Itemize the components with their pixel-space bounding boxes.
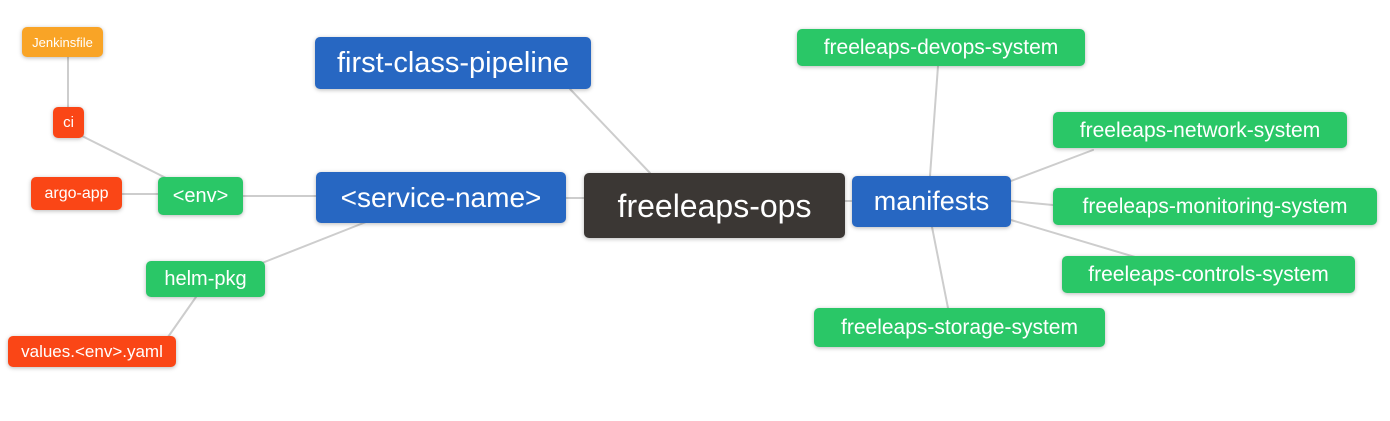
node-freeleaps-monitoring-system[interactable]: freeleaps-monitoring-system: [1053, 188, 1377, 225]
edge-first-class-pipeline-to-freeleaps-ops: [569, 88, 651, 174]
node-env[interactable]: <env>: [158, 177, 243, 215]
node-ci[interactable]: ci: [53, 107, 84, 138]
node-freeleaps-network-system[interactable]: freeleaps-network-system: [1053, 112, 1347, 148]
node-freeleaps-ops[interactable]: freeleaps-ops: [584, 173, 845, 238]
node-freeleaps-storage-system[interactable]: freeleaps-storage-system: [814, 308, 1105, 347]
node-helm-pkg[interactable]: helm-pkg: [146, 261, 265, 297]
node-first-class-pipeline[interactable]: first-class-pipeline: [315, 37, 591, 89]
node-jenkinsfile[interactable]: Jenkinsfile: [22, 27, 103, 57]
node-values-env-yaml[interactable]: values.<env>.yaml: [8, 336, 176, 367]
edge-helm-pkg-to-service-name: [261, 221, 367, 264]
node-argo-app[interactable]: argo-app: [31, 177, 122, 210]
edge-manifests-to-freeleaps-monitoring-system: [1010, 200, 1054, 206]
edge-manifests-to-freeleaps-network-system: [1010, 149, 1094, 182]
node-service-name[interactable]: <service-name>: [316, 172, 566, 223]
edge-manifests-to-freeleaps-storage-system: [931, 226, 949, 309]
node-freeleaps-controls-system[interactable]: freeleaps-controls-system: [1062, 256, 1355, 293]
edge-ci-to-env: [79, 134, 167, 179]
node-manifests[interactable]: manifests: [852, 176, 1011, 227]
edge-manifests-to-freeleaps-devops-system: [929, 65, 939, 177]
edge-manifests-to-freeleaps-controls-system: [1010, 219, 1136, 258]
node-freeleaps-devops-system[interactable]: freeleaps-devops-system: [797, 29, 1085, 66]
edge-values-env-yaml-to-helm-pkg: [167, 296, 197, 338]
